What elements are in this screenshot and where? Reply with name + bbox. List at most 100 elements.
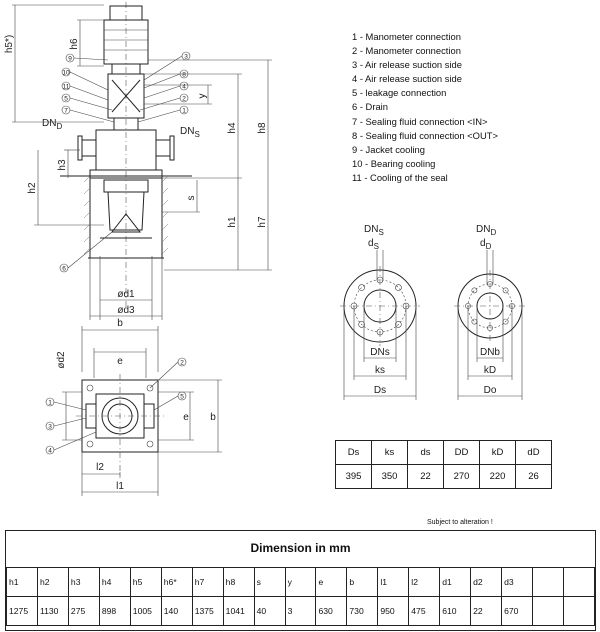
dimension-table-box: Dimension in mm h1 h2 h3 h4 h5 h6* h7 h8… xyxy=(5,530,596,631)
table-cell: 475 xyxy=(408,596,441,626)
table-cell: 1275 xyxy=(6,596,38,626)
flange-suction-dn: DNS xyxy=(364,224,384,237)
alteration-note: Subject to alteration ! xyxy=(427,519,493,526)
side-callout-6: 6 xyxy=(62,266,66,273)
table-cell: 1041 xyxy=(222,596,255,626)
flange-table: Ds ks ds DD kD dD 395 350 22 270 220 26 xyxy=(335,440,552,489)
table-cell: 26 xyxy=(515,464,552,489)
table-row: h1 h2 h3 h4 h5 h6* h7 h8 s y e b l1 l2 d… xyxy=(6,567,596,597)
table-cell: 40 xyxy=(253,596,286,626)
dim-label-s: s xyxy=(186,196,197,201)
plan-label-b-top: b xyxy=(117,318,123,329)
flange-suction-inner: DNs xyxy=(370,347,389,358)
dim-label-h1: h1 xyxy=(227,216,238,228)
plan-callout-5: 5 xyxy=(180,394,184,401)
table-header-cell: kD xyxy=(479,440,516,465)
flange-suction-d: dS xyxy=(368,238,379,251)
table-header-cell: h4 xyxy=(98,567,131,597)
table-row: 1275 1130 275 898 1005 140 1375 1041 40 … xyxy=(6,596,596,626)
side-callout-2: 2 xyxy=(182,96,186,103)
table-header-cell: h3 xyxy=(67,567,100,597)
side-callout-3: 3 xyxy=(184,54,188,61)
table-header-cell: ks xyxy=(371,440,408,465)
dim-label-d3: ød3 xyxy=(117,305,135,316)
flange-discharge-dn: DND xyxy=(476,224,496,237)
dim-label-h4: h4 xyxy=(227,122,238,134)
side-callouts: 9 10 11 5 7 6 3 8 4 2 1 xyxy=(59,51,191,273)
legend-item: 11 - Cooling of the seal xyxy=(352,171,448,183)
table-header-cell: ds xyxy=(407,440,444,465)
table-cell: 1375 xyxy=(191,596,224,626)
dim-label-d1: ød1 xyxy=(117,289,135,300)
table-cell: 22 xyxy=(470,596,503,626)
dim-label-h8: h8 xyxy=(257,122,268,134)
legend-item: 9 - Jacket cooling xyxy=(352,143,425,155)
legend-item: 5 - leakage connection xyxy=(352,87,447,99)
table-cell xyxy=(562,596,596,626)
legend-item: 8 - Sealing fluid connection <OUT> xyxy=(352,129,498,141)
table-header-cell: DD xyxy=(443,440,480,465)
legend-item: 6 - Drain xyxy=(352,101,388,113)
dimension-table-title: Dimension in mm xyxy=(250,541,351,555)
flange-discharge-k: kD xyxy=(484,365,496,376)
table-row: Ds ks ds DD kD dD xyxy=(335,440,552,465)
table-header-cell xyxy=(562,567,596,597)
dim-label-h7: h7 xyxy=(257,216,268,228)
flange-discharge-outer: Do xyxy=(484,385,497,396)
table-cell: 950 xyxy=(377,596,410,626)
legend-item: 4 - Air release suction side xyxy=(352,73,462,85)
dimension-table: h1 h2 h3 h4 h5 h6* h7 h8 s y e b l1 l2 d… xyxy=(6,567,596,626)
table-header-cell: Ds xyxy=(335,440,372,465)
flange-discharge: DND dD DNb kD Do xyxy=(454,224,526,400)
side-callout-8: 8 xyxy=(182,72,186,79)
flange-discharge-inner: DNb xyxy=(480,347,500,358)
table-header-cell: dD xyxy=(515,440,552,465)
table-header-cell: h2 xyxy=(36,567,69,597)
plan-label-e-side: e xyxy=(183,412,189,423)
plan-label-e-top: e xyxy=(117,356,123,367)
table-row: 395 350 22 270 220 26 xyxy=(335,464,552,489)
table-header-cell: l1 xyxy=(377,567,410,597)
side-callout-4: 4 xyxy=(182,84,186,91)
table-cell: 220 xyxy=(479,464,516,489)
table-header-cell: d2 xyxy=(470,567,503,597)
dim-label-h5: h5*) xyxy=(4,35,15,53)
table-header-cell: l2 xyxy=(408,567,441,597)
legend-item: 1 - Manometer connection xyxy=(352,31,461,42)
dim-label-h3: h3 xyxy=(57,159,68,171)
plan-label-l1: l1 xyxy=(116,481,124,492)
side-callout-9: 9 xyxy=(68,56,72,63)
plan-callout-1: 1 xyxy=(48,400,52,407)
table-header-cell: s xyxy=(253,567,286,597)
flange-suction-outer: Ds xyxy=(374,385,386,396)
legend-item: 7 - Sealing fluid connection <IN> xyxy=(352,115,488,127)
table-header-cell: h7 xyxy=(191,567,224,597)
side-callout-1: 1 xyxy=(182,108,186,115)
plan-callout-3: 3 xyxy=(48,424,52,431)
table-cell: 670 xyxy=(501,596,534,626)
legend-item: 3 - Air release suction side xyxy=(352,59,462,71)
legend-item: 10 - Bearing cooling xyxy=(352,157,436,169)
table-cell: 270 xyxy=(443,464,480,489)
table-cell: 140 xyxy=(160,596,193,626)
table-header-cell: e xyxy=(315,567,348,597)
table-header-cell: y xyxy=(284,567,317,597)
legend-item: 2 - Manometer connection xyxy=(352,45,461,57)
table-cell: 898 xyxy=(98,596,131,626)
pump-drawing: 9 10 11 5 7 6 3 8 4 2 1 h5*) h6 y h4 h8 … xyxy=(4,2,526,496)
table-cell xyxy=(532,596,564,626)
dim-label-dn-d: DND xyxy=(42,118,62,131)
legend: 1 - Manometer connection 2 - Manometer c… xyxy=(352,30,498,185)
table-header-cell xyxy=(532,567,564,597)
plan-callout-2: 2 xyxy=(180,360,184,367)
flange-suction: DNS dS DNs ks Ds xyxy=(340,224,420,400)
table-cell: 1130 xyxy=(36,596,69,626)
flange-suction-k: ks xyxy=(375,365,385,376)
table-cell: 3 xyxy=(284,596,317,626)
plan-callout-4: 4 xyxy=(48,448,52,455)
plan-label-b-side: b xyxy=(210,412,216,423)
dim-label-dn-s: DNS xyxy=(180,126,200,139)
table-cell: 630 xyxy=(315,596,348,626)
dim-label-h6: h6 xyxy=(69,38,80,50)
table-cell: 350 xyxy=(371,464,408,489)
